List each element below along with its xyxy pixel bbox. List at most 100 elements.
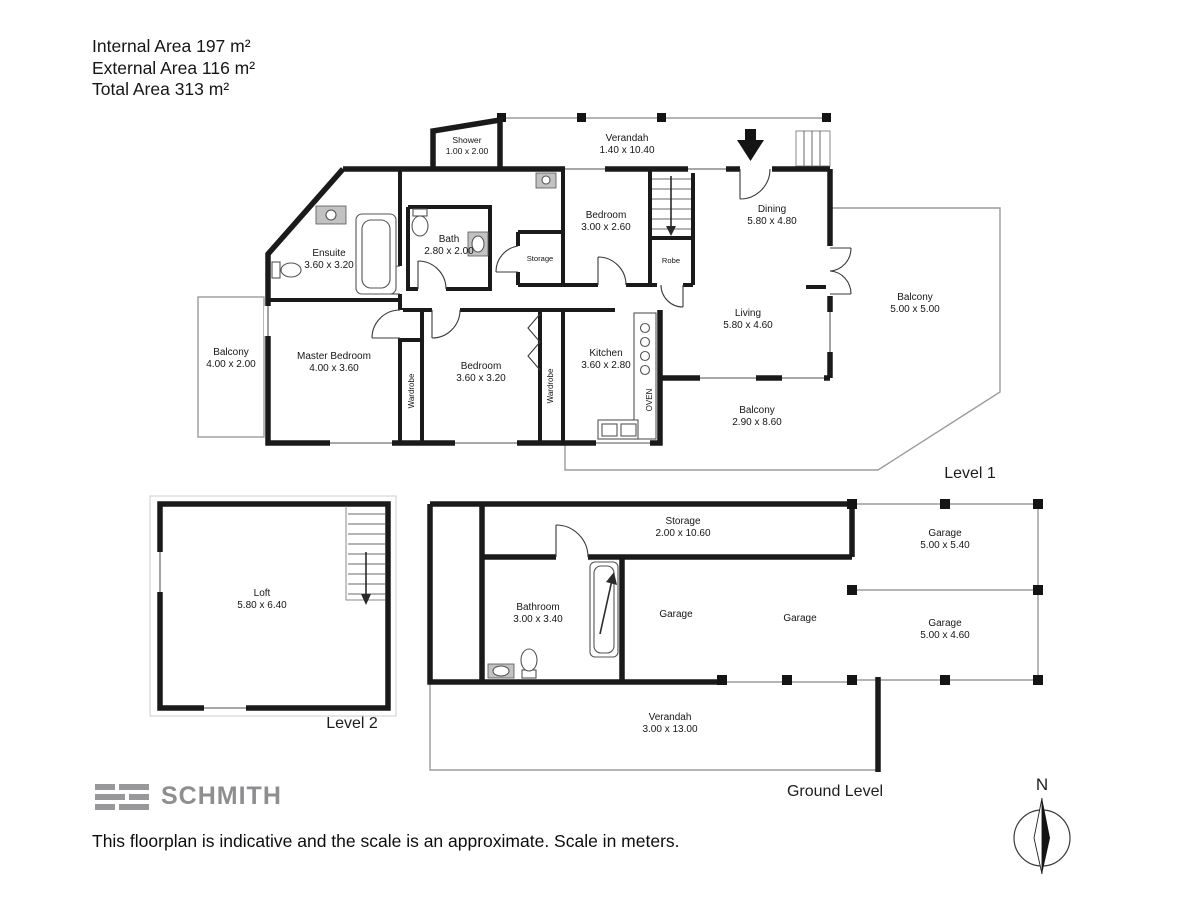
level2-roofline xyxy=(149,495,397,717)
garage-top-right-dims: 5.00 x 5.40 xyxy=(920,540,970,551)
master-bedroom-name: Master Bedroom xyxy=(297,351,371,362)
garage-bottom-right-dims: 5.00 x 4.60 xyxy=(920,630,970,641)
garage-bottom-right-name: Garage xyxy=(928,618,962,629)
room-label-dining: Dining 5.80 x 4.80 xyxy=(747,204,797,227)
level1-fixtures xyxy=(271,172,657,440)
ground-bathroom-dims: 3.00 x 3.40 xyxy=(513,614,563,625)
stove-burner xyxy=(639,322,651,334)
balcony-bottom-dims: 2.90 x 8.60 xyxy=(732,417,782,428)
ground-storage-name: Storage xyxy=(665,516,700,527)
wardrobe-left-name: Wardrobe xyxy=(407,373,416,408)
disclaimer-text: This floorplan is indicative and the sca… xyxy=(92,831,680,851)
level2-windows xyxy=(159,552,246,709)
balcony-bottom-name: Balcony xyxy=(739,405,775,416)
level1-caption: Level 1 xyxy=(944,465,996,482)
ensuite-toilet-tank xyxy=(271,261,281,279)
ground-sink-basin xyxy=(492,665,510,677)
ensuite-basin xyxy=(325,209,337,221)
external-area-text: External Area 116 m² xyxy=(92,57,256,78)
dining-name: Dining xyxy=(758,204,786,215)
level2-caption: Level 2 xyxy=(326,715,378,732)
balcony-left-name: Balcony xyxy=(213,347,249,358)
balcony-right-name: Balcony xyxy=(897,292,933,303)
dining-dims: 5.80 x 4.80 xyxy=(747,216,797,227)
bedroom-top-dims: 3.00 x 2.60 xyxy=(581,222,631,233)
stove-burner xyxy=(639,350,651,362)
kitchen-name: Kitchen xyxy=(589,348,622,359)
room-label-ground-bathroom: Bathroom 3.00 x 3.40 xyxy=(513,602,563,625)
compass-north-label: N xyxy=(1036,775,1048,794)
stove-burner xyxy=(639,336,651,348)
bedroom-mid-dims: 3.60 x 3.20 xyxy=(456,373,506,384)
robe-name: Robe xyxy=(662,256,680,265)
room-label-ground-verandah: Verandah 3.00 x 13.00 xyxy=(642,712,697,735)
bath-dims: 2.80 x 2.00 xyxy=(424,246,474,257)
level2-wall-openings xyxy=(156,552,246,712)
kitchen-sink-bowl xyxy=(601,423,618,437)
shower-name: Shower xyxy=(452,135,481,145)
kitchen-counter xyxy=(633,312,657,440)
ground-bathroom-name: Bathroom xyxy=(516,602,559,613)
verandah-dims: 1.40 x 10.40 xyxy=(599,145,654,156)
wardrobe-bifold-doors xyxy=(527,313,541,371)
room-label-garage-top-right: Garage 5.00 x 5.40 xyxy=(920,528,970,551)
level1-windows xyxy=(267,168,831,444)
shower-dims: 1.00 x 2.00 xyxy=(446,146,489,156)
ensuite-toilet xyxy=(280,262,302,278)
laundry-tub-basin xyxy=(541,175,551,185)
garage-b-label: Garage xyxy=(783,613,817,624)
compass: N xyxy=(1013,775,1071,875)
room-label-living: Living 5.80 x 4.60 xyxy=(723,308,773,331)
room-label-master-bedroom: Master Bedroom 4.00 x 3.60 xyxy=(297,351,371,374)
bedroom-top-name: Bedroom xyxy=(586,210,627,221)
level1-stairs xyxy=(652,176,691,236)
entry-arrow-icon xyxy=(737,129,764,161)
level2-outer-walls xyxy=(157,501,391,711)
ground-bathtub-inner xyxy=(593,565,615,654)
kitchen-sink-bowl xyxy=(620,423,637,437)
area-summary: Internal Area 197 m² External Area 116 m… xyxy=(92,36,255,101)
room-label-balcony-right: Balcony 5.00 x 5.00 xyxy=(890,292,940,315)
balcony-left-dims: 4.00 x 2.00 xyxy=(206,359,256,370)
ground-storage-dims: 2.00 x 10.60 xyxy=(655,528,710,539)
balcony-right-outline xyxy=(564,207,1001,471)
wardrobe-right-name: Wardrobe xyxy=(546,368,555,403)
bath-toilet-tank xyxy=(412,208,428,217)
room-label-balcony-bottom: Balcony 2.90 x 8.60 xyxy=(732,405,782,428)
ensuite-name: Ensuite xyxy=(312,248,346,259)
garage-a-label: Garage xyxy=(659,609,693,620)
living-dims: 5.80 x 4.60 xyxy=(723,320,773,331)
ground-toilet xyxy=(520,648,538,672)
total-area-text: Total Area 313 m² xyxy=(92,79,230,99)
room-label-shower: Shower 1.00 x 2.00 xyxy=(446,135,489,156)
ground-doors xyxy=(555,524,589,558)
entry-steps xyxy=(795,130,831,167)
stove-burner xyxy=(639,364,651,376)
living-name: Living xyxy=(735,308,761,319)
level1-plan: Verandah 1.40 x 10.40 Shower 1.00 x 2.00… xyxy=(197,113,1001,482)
storage-l1-name: Storage xyxy=(527,254,554,263)
verandah-name: Verandah xyxy=(606,133,649,144)
room-label-bedroom-top: Bedroom 3.00 x 2.60 xyxy=(581,210,631,233)
ground-plan: Storage 2.00 x 10.60 Garage 5.00 x 5.40 … xyxy=(427,499,1043,800)
room-label-verandah-l1: Verandah 1.40 x 10.40 xyxy=(599,133,654,156)
ground-verandah-dims: 3.00 x 13.00 xyxy=(642,724,697,735)
ensuite-dims: 3.60 x 3.20 xyxy=(304,260,354,271)
ground-verandah-name: Verandah xyxy=(649,712,692,723)
ground-bathroom-fixtures xyxy=(487,561,619,679)
garage-top-right-name: Garage xyxy=(928,528,962,539)
open-garage-outline xyxy=(722,503,1039,683)
ensuite-bathtub-inner xyxy=(361,219,391,289)
brand-logo-icon xyxy=(95,783,149,810)
bedroom-mid-name: Bedroom xyxy=(461,361,502,372)
bath-name: Bath xyxy=(439,234,460,245)
compass-needle-west xyxy=(1033,797,1043,875)
room-label-bedroom-mid: Bedroom 3.60 x 3.20 xyxy=(456,361,506,384)
room-label-kitchen: Kitchen 3.60 x 2.80 xyxy=(581,348,631,371)
brand-logo: SCHMITH xyxy=(95,782,282,811)
room-label-ensuite: Ensuite 3.60 x 3.20 xyxy=(304,248,354,271)
master-bedroom-dims: 4.00 x 3.60 xyxy=(309,363,359,374)
balcony-left-outline xyxy=(197,296,265,438)
